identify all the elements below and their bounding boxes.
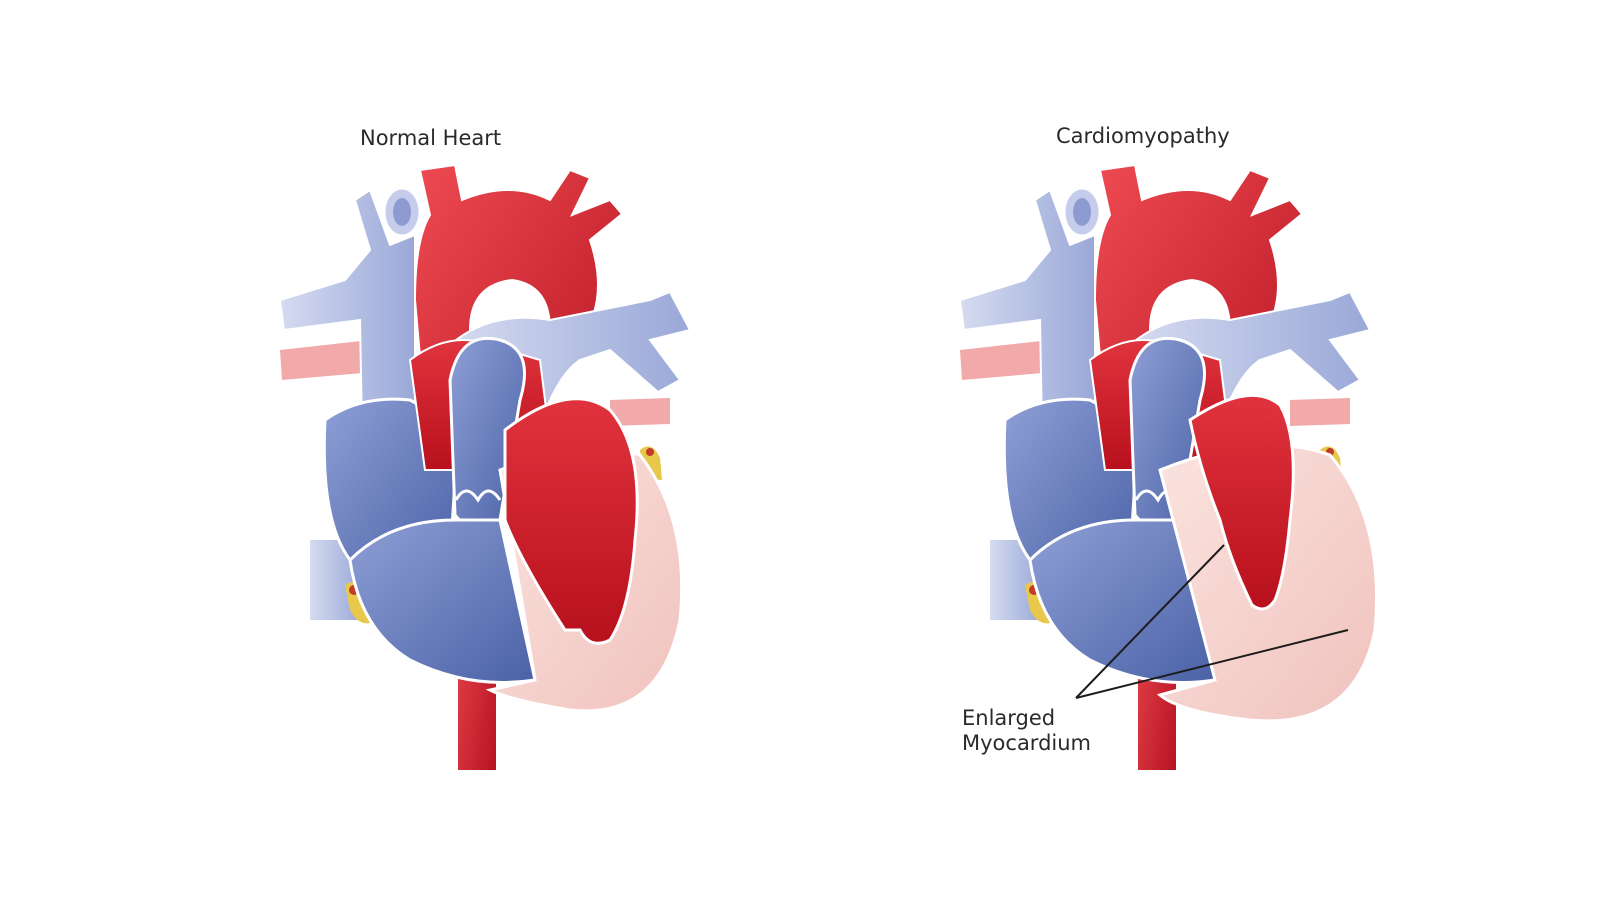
- leader-line-outer: [1075, 629, 1349, 699]
- cardiomyopathy-title: Cardiomyopathy: [1056, 124, 1230, 148]
- normal-heart-title: Normal Heart: [360, 126, 502, 150]
- callout-leader-lines: [1075, 544, 1349, 699]
- enlarged-myocardium-callout: Enlarged Myocardium: [962, 706, 1091, 756]
- callout-line-2: Myocardium: [962, 731, 1092, 755]
- cardiomyopathy-heart-illustration: [958, 163, 1379, 772]
- normal-heart-illustration: [278, 163, 692, 772]
- leader-line-inner: [1075, 544, 1225, 699]
- callout-line-1: Enlarged: [962, 706, 1056, 730]
